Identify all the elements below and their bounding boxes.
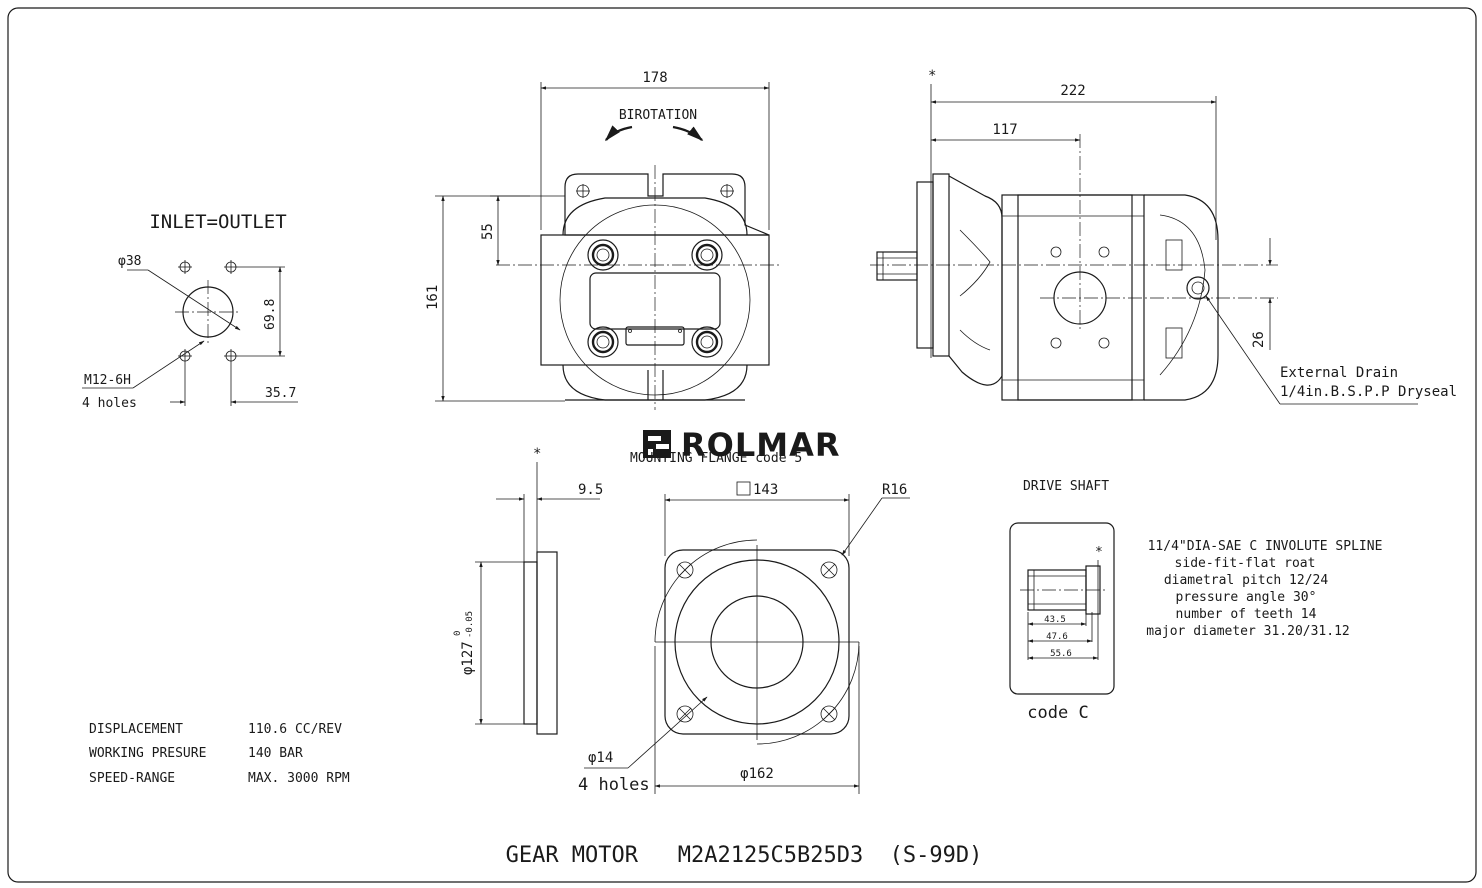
front-height-dimension: 161 — [425, 285, 441, 310]
spline-spec-line: diametral pitch 12/24 — [1164, 573, 1329, 588]
brand-logo: ROLMAR — [643, 426, 840, 464]
spec-table: DISPLACEMENT 110.6 CC/REV WORKING PRESUR… — [89, 722, 350, 786]
side-drain-port — [1186, 276, 1210, 300]
flange-thickness-dimension: 9.5 — [578, 482, 603, 498]
drain-label-line-2: 1/4in.B.S.P.P Dryseal — [1280, 384, 1457, 400]
flange-bolt-circle: φ162 — [740, 766, 774, 782]
drive-shaft-heading: DRIVE SHAFT — [1023, 479, 1109, 494]
flange-marker: * — [533, 446, 541, 462]
spec-value: 110.6 CC/REV — [248, 722, 342, 737]
inlet-thread-size: M12-6H — [84, 373, 131, 388]
spline-spec-line: number of teeth 14 — [1176, 607, 1317, 622]
shaft-marker: * — [1095, 545, 1103, 560]
flange-corner-radius: R16 — [882, 482, 907, 498]
inlet-bolt-holes — [178, 260, 238, 363]
spec-label: DISPLACEMENT — [89, 722, 183, 737]
shaft-dimension-2: 47.6 — [1046, 632, 1068, 642]
inlet-vertical-spacing: 69.8 — [263, 299, 278, 330]
front-view: 178 BIROTATION 161 5 — [425, 70, 780, 410]
front-flange-outline — [564, 173, 770, 236]
spline-spec-line: side-fit-flat roat — [1175, 556, 1316, 571]
brand-name: ROLMAR — [681, 426, 840, 464]
drive-shaft-frame — [1009, 522, 1115, 695]
side-view-marker: * — [928, 68, 936, 84]
inlet-holes-count: 4 holes — [82, 396, 137, 411]
drive-shaft-view: DRIVE SHAFT * 43.5 47.6 55.6 code C 11/4… — [1009, 479, 1382, 723]
side-view: * 222 117 — [870, 68, 1457, 405]
spec-label: SPEED-RANGE — [89, 771, 175, 786]
sheet-border — [7, 7, 1477, 883]
birotation-label: BIROTATION — [619, 108, 697, 123]
drain-label-line-1: External Drain — [1280, 365, 1398, 381]
flange-profile-pilot — [523, 561, 538, 725]
pilot-diameter: φ127 — [460, 641, 476, 675]
pilot-tolerance-lower: -0.05 — [465, 611, 475, 638]
spec-label: WORKING PRESURE — [89, 746, 206, 761]
drive-shaft-code: code C — [1027, 703, 1088, 723]
spline-spec-line: pressure angle 30° — [1176, 590, 1317, 605]
inlet-outlet-view: INLET=OUTLET φ38 69.8 35.7 M12-6H 4 hole… — [82, 211, 298, 411]
side-port-position: 117 — [992, 122, 1017, 138]
flange-profile-plate — [536, 551, 558, 735]
spec-value: 140 BAR — [248, 746, 303, 761]
pilot-tolerance-upper: 0 — [453, 631, 463, 636]
flange-square-dimension: 143 — [753, 482, 778, 498]
front-port-bolts — [587, 239, 723, 358]
inlet-outlet-heading: INLET=OUTLET — [149, 211, 286, 233]
shaft-dimension-1: 43.5 — [1044, 615, 1066, 625]
drawing-title: GEAR MOTOR M2A2125C5B25D3 (S-99D) — [506, 843, 983, 868]
flange-hole-diameter: φ14 — [588, 750, 613, 766]
shaft-dimension-3: 55.6 — [1050, 649, 1072, 659]
side-drain-offset: 26 — [1251, 331, 1267, 348]
mounting-flange-view: MOUNTING FLANGE code 5 * 9.5 φ127 0 -0.0… — [453, 446, 910, 795]
side-body — [1001, 194, 1145, 401]
spline-spec: 11/4"DIA-SAE C INVOLUTE SPLINE side-fit-… — [1146, 539, 1382, 639]
inlet-bore-diameter: φ38 — [118, 254, 141, 269]
side-overall-length: 222 — [1060, 83, 1085, 99]
front-port-offset-dimension: 55 — [480, 223, 496, 240]
flange-holes-count: 4 holes — [578, 775, 650, 795]
spline-spec-line: major diameter 31.20/31.12 — [1146, 624, 1350, 639]
mounting-flange-heading: MOUNTING FLANGE code 5 — [630, 451, 802, 466]
front-width-dimension: 178 — [642, 70, 667, 86]
spec-value: MAX. 3000 RPM — [248, 771, 350, 786]
inlet-horizontal-spacing: 35.7 — [265, 386, 296, 401]
flange-mounting-holes — [676, 561, 838, 723]
spline-spec-line: 11/4"DIA-SAE C INVOLUTE SPLINE — [1148, 539, 1383, 554]
